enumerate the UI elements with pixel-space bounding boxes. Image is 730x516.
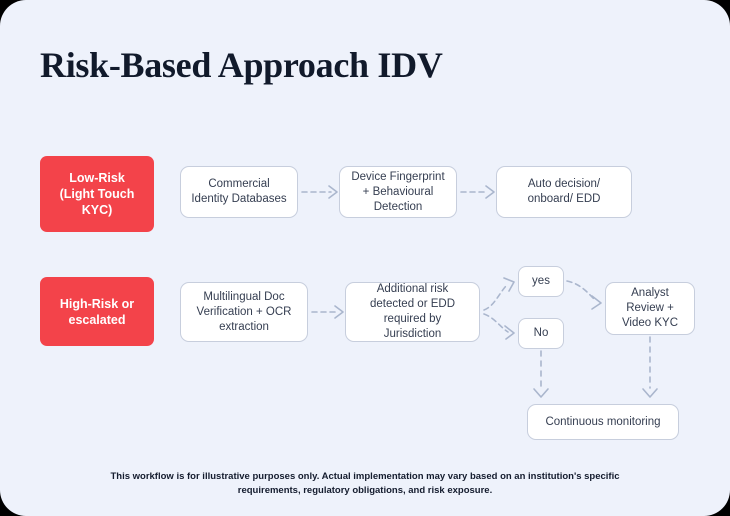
connector-commercial-to-device (301, 185, 338, 199)
connector-device-to-auto (460, 185, 495, 199)
lane-low-line1: Low-Risk (69, 171, 125, 185)
connector-analyst-to-continuous (642, 336, 658, 398)
footer-disclaimer: This workflow is for illustrative purpos… (110, 471, 620, 496)
connector-yes-to-analyst (566, 280, 602, 310)
page-title: Risk-Based Approach IDV (40, 45, 443, 85)
lane-high-line2: escalated (68, 312, 126, 327)
node-multilingual-doc-verification[interactable]: Multilingual Doc Verification + OCR extr… (180, 282, 308, 342)
lane-label-low-risk: Low-Risk (Light Touch KYC) (40, 156, 154, 232)
node-commercial-identity-databases[interactable]: Commercial Identity Databases (180, 166, 298, 218)
node-auto-decision[interactable]: Auto decision/ onboard/ EDD (496, 166, 632, 218)
lane-high-line1: High-Risk or (59, 296, 135, 311)
lane-low-line2: (Light Touch (59, 187, 135, 201)
connector-additional-to-no (483, 313, 515, 340)
node-additional-risk-detected[interactable]: Additional risk detected or EDD required… (345, 282, 480, 342)
connector-multilingual-to-additional (311, 305, 344, 319)
node-analyst-review[interactable]: Analyst Review + Video KYC (605, 282, 695, 335)
connector-additional-to-yes (483, 277, 515, 311)
connector-no-to-continuous (533, 350, 549, 398)
node-branch-yes[interactable]: yes (518, 266, 564, 297)
lane-label-high-risk: High-Risk or escalated (40, 277, 154, 346)
node-device-fingerprint[interactable]: Device Fingerprint + Behavioural Detecti… (339, 166, 457, 218)
lane-low-line3: KYC) (81, 203, 113, 217)
lane-label-high-risk-text: High-Risk or escalated (60, 296, 134, 328)
lane-label-low-risk-text: Low-Risk (Light Touch KYC) (60, 170, 135, 218)
node-continuous-monitoring[interactable]: Continuous monitoring (527, 404, 679, 440)
node-branch-no[interactable]: No (518, 318, 564, 349)
